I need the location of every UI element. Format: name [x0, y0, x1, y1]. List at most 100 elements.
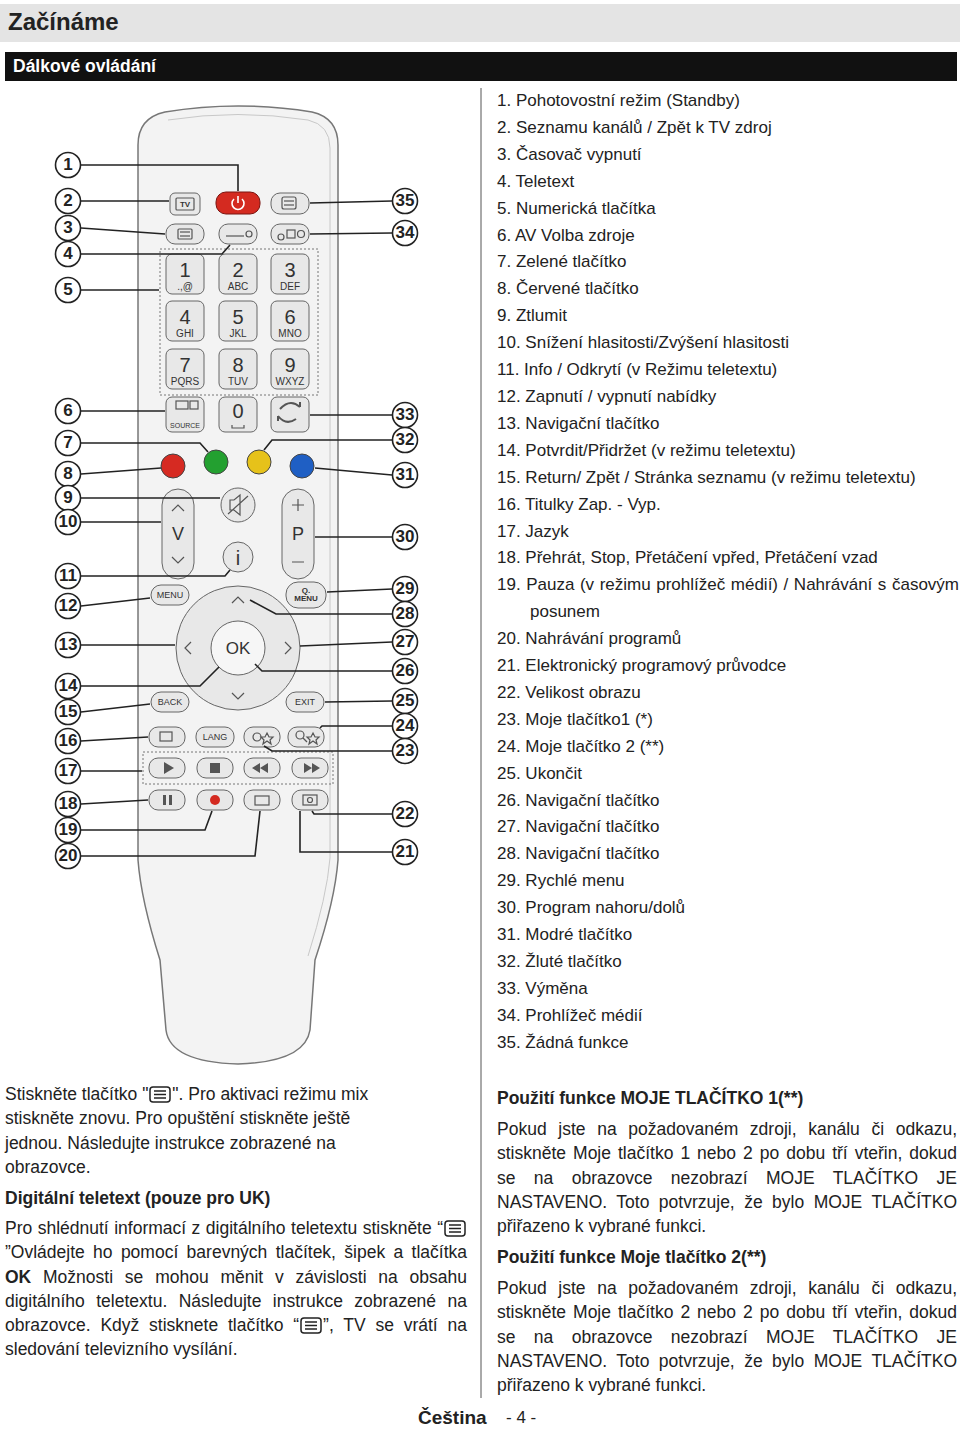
list-item: 1. Pohotovostní režim (Standby) — [497, 88, 959, 115]
remote-button — [166, 349, 204, 389]
leader-line — [250, 600, 392, 614]
callout-number: 27 — [391, 632, 419, 652]
list-item: 18. Přehrát, Stop, Přetáčení vpřed, Přet… — [497, 545, 959, 572]
leader-line — [81, 245, 230, 254]
button-label: Q. MENU — [291, 587, 321, 603]
teletext-icon — [305, 1328, 317, 1330]
callout-number: 5 — [54, 280, 82, 300]
leader-line — [81, 598, 150, 606]
callout-number: 34 — [391, 223, 419, 243]
leader-line — [81, 497, 220, 499]
list-item: 8. Červené tlačítko — [497, 276, 959, 303]
page-frame — [481, 88, 482, 1398]
list-item: 26. Navigační tlačítko — [497, 788, 959, 815]
leader-line — [264, 440, 392, 450]
callout-number: 2 — [54, 191, 82, 211]
remote-button — [282, 489, 314, 579]
leader-line — [310, 233, 392, 234]
teletext-icon — [154, 1097, 166, 1099]
button-label: 8 — [232, 355, 243, 375]
button-icon — [164, 762, 174, 774]
remote-button — [170, 193, 200, 215]
remote-button — [166, 254, 204, 294]
list-item: 34. Prohlížeč médií — [497, 1003, 959, 1030]
leader-line — [81, 570, 230, 576]
page-number: - 4 - — [506, 1408, 566, 1428]
button-icon — [180, 235, 190, 236]
remote-button — [166, 397, 204, 432]
callout-number: 18 — [54, 794, 82, 814]
leader-line — [81, 704, 150, 712]
remote-button — [271, 397, 309, 432]
callout-number: 20 — [54, 846, 82, 866]
button-icon — [160, 732, 172, 741]
power-button — [237, 196, 239, 203]
remote-button — [292, 758, 328, 778]
button-label: WXYZ — [276, 377, 305, 387]
remote-button — [244, 758, 280, 778]
footer-language: Čeština — [418, 1407, 508, 1429]
leader-line — [81, 443, 208, 452]
button-label: DEF — [280, 282, 300, 292]
power-button — [216, 192, 260, 214]
button-label: .,@ — [177, 282, 193, 292]
paragraph-text: OK — [5, 1267, 31, 1287]
page-title: Začínáme — [8, 8, 119, 36]
colour-button — [290, 454, 314, 478]
leader-line — [81, 644, 175, 646]
button-icon — [303, 738, 307, 742]
button-label: V — [172, 525, 184, 543]
callout-number: 32 — [391, 430, 419, 450]
button-icon — [185, 597, 291, 699]
remote-button — [223, 542, 253, 572]
callout-circle — [56, 153, 418, 869]
list-item: 14. Potvrdit/Přidržet (v režimu teletext… — [497, 438, 959, 465]
callout-number: 33 — [391, 405, 419, 425]
paragraph-text: Stiskněte tlačítko " — [5, 1084, 148, 1104]
button-label: 9 — [284, 355, 295, 375]
callout-number: 10 — [54, 512, 82, 532]
teletext-icon — [443, 1220, 467, 1237]
list-item: 7. Zelené tlačítko — [497, 249, 959, 276]
remote-button — [149, 790, 185, 810]
button-label: GHI — [176, 329, 194, 339]
callout-number: 23 — [391, 741, 419, 761]
button-label: TV — [180, 201, 190, 209]
remote-button — [197, 790, 233, 810]
list-item: 27. Navigační tlačítko — [497, 814, 959, 841]
button-icon — [255, 796, 269, 805]
button-icon — [292, 499, 304, 562]
button-icon — [178, 229, 192, 239]
leader-line — [81, 521, 161, 523]
button-icon — [228, 495, 248, 515]
list-item: 11. Info / Odkrytí (v Režimu teletextu) — [497, 357, 959, 384]
remote-button — [271, 254, 309, 294]
button-icon — [190, 401, 198, 409]
teletext-icon — [299, 1317, 323, 1334]
list-item: 4. Teletext — [497, 169, 959, 196]
leader-line — [81, 289, 159, 291]
teletext-icon — [150, 1087, 170, 1102]
button-label: 6 — [284, 307, 295, 327]
button-label: BACK — [158, 698, 183, 707]
callout-number: 25 — [391, 691, 419, 711]
paragraph-text: Pokud jste na požadovaném zdroji, kanálu… — [497, 1117, 957, 1238]
remote-button — [271, 301, 309, 341]
list-item: 24. Moje tlačítko 2 (**) — [497, 734, 959, 761]
teletext-icon — [154, 1090, 166, 1092]
callout-number: 13 — [54, 635, 82, 655]
list-item: 16. Titulky Zap. - Vyp. — [497, 492, 959, 519]
callout-number: 24 — [391, 716, 419, 736]
button-icon — [308, 798, 313, 803]
list-item: 23. Moje tlačítko1 (*) — [497, 707, 959, 734]
button-label: 4 — [179, 307, 190, 327]
leader-line — [81, 811, 260, 856]
remote-button — [176, 586, 300, 710]
colour-button — [204, 450, 228, 474]
list-item: 13. Navigační tlačítko — [497, 411, 959, 438]
callout-number: 4 — [54, 244, 82, 264]
leader-line — [255, 664, 392, 671]
button-icon — [160, 197, 319, 805]
button-icon — [176, 401, 188, 409]
list-item: 33. Výměna — [497, 976, 959, 1003]
